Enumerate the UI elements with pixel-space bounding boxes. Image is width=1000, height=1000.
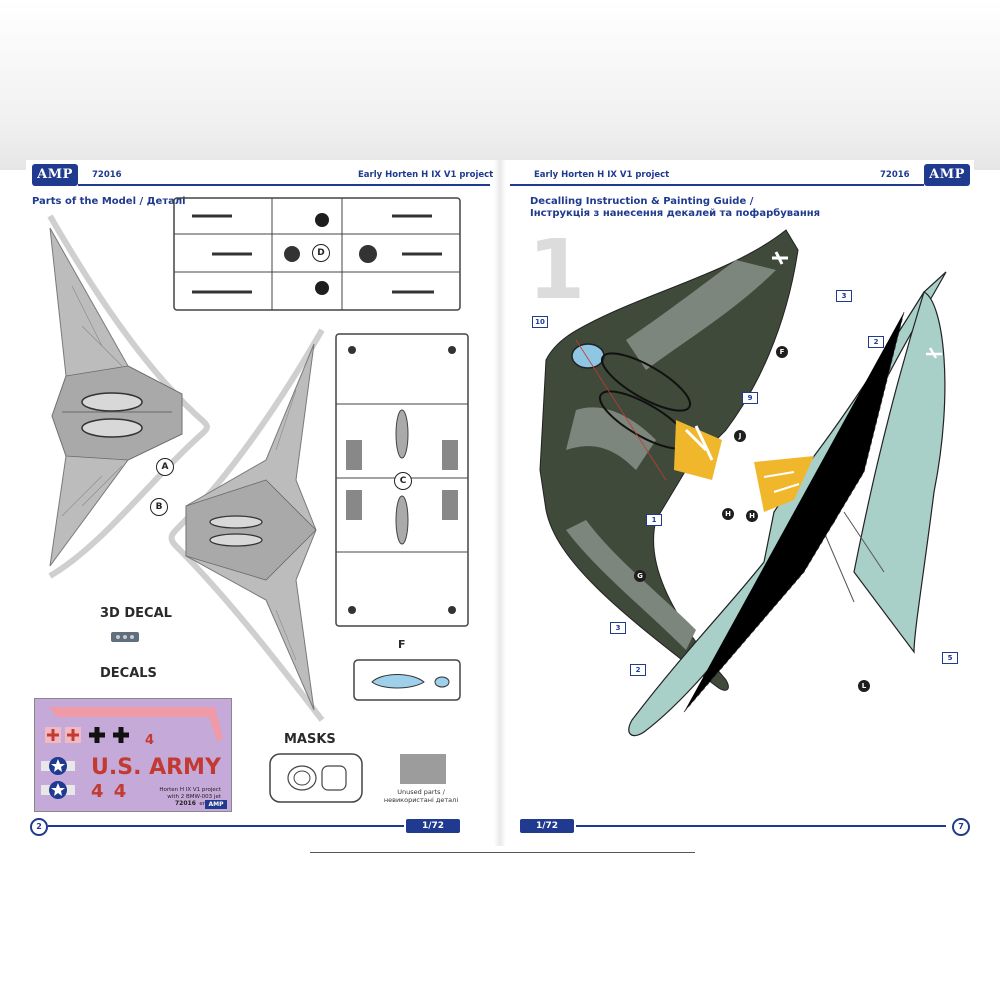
plane-a-illustration: [47, 214, 210, 579]
decals-heading: DECALS: [100, 666, 157, 681]
decal-callout-2-bottom: 2: [630, 664, 646, 676]
sprue-c-illustration: [335, 333, 469, 627]
footer-rule-left: [48, 825, 404, 827]
sprue-label-d: D: [312, 244, 330, 262]
unused-parts-caption: Unused parts / невикористані деталі: [383, 788, 459, 804]
color-pointer-f: F: [776, 346, 788, 358]
decal-sheet: 4 U.S. ARMY 4 4 Horten H IX V1 project w…: [34, 698, 232, 812]
camouflage-upper-view: [539, 229, 799, 691]
underside-light-blue-view: [628, 271, 947, 737]
color-pointer-j: J: [734, 430, 746, 442]
scale-left: 1/72: [406, 819, 460, 833]
plane-b-illustration: [168, 328, 325, 722]
kit-title: Early Horten H IX V1 project: [534, 170, 670, 180]
decal-sheet-markings: [41, 707, 223, 799]
sprue-d-illustration: [173, 197, 461, 311]
color-pointer-g: G: [634, 570, 646, 582]
right-page: Early Horten H IX V1 project 72016 AMP D…: [506, 160, 974, 846]
step-number: 1: [528, 223, 586, 318]
canopy-masks-illustration: [269, 753, 363, 803]
top-background-shade: [0, 0, 1000, 170]
decal-callout-2-right: 2: [868, 336, 884, 348]
masks-heading: MASKS: [284, 732, 336, 747]
scale-right: 1/72: [520, 819, 574, 833]
decal-sheet-code: 72016: [175, 800, 196, 807]
decal-callout-5: 5: [942, 652, 958, 664]
decal-number-44: 4 4: [91, 781, 129, 802]
kit-title: Early Horten H IX V1 project: [358, 170, 494, 180]
color-pointer-l: L: [858, 680, 870, 692]
sprue-label-c: C: [394, 472, 412, 490]
header-rule: [510, 184, 924, 186]
color-pointer-h-left: H: [722, 508, 734, 520]
book-spine: [494, 160, 506, 846]
bottom-rule: [310, 852, 695, 853]
sprue-label-f: F: [398, 638, 406, 651]
sprue-label-b: B: [150, 498, 168, 516]
decal-callout-3-top: 3: [836, 290, 852, 302]
page-number-right: 7: [952, 818, 970, 836]
section-title-en: Decalling Instruction & Painting Guide /: [530, 196, 754, 207]
sprue-label-a: A: [156, 458, 174, 476]
section-title-ua: Інструкція з нанесення декалей та пофарб…: [530, 208, 821, 219]
decal-callout-1: 1: [646, 514, 662, 526]
section-title: Parts of the Model / Деталі: [32, 196, 186, 207]
decal-callout-3-bottom: 3: [610, 622, 626, 634]
decal-number-4-small: 4: [145, 733, 155, 748]
amp-logo: AMP: [924, 164, 970, 186]
unused-parts-swatch: [400, 754, 446, 784]
decal-us-army-text: U.S. ARMY: [91, 755, 221, 780]
3d-decal-heading: 3D DECAL: [100, 606, 172, 621]
catalog-number: 72016: [880, 170, 910, 180]
footer-rule-right: [576, 825, 946, 827]
decal-sheet-logo: AMP: [205, 800, 227, 809]
header-rule: [78, 184, 490, 186]
color-pointer-h-right: H: [746, 510, 758, 522]
decal-callout-10: 10: [532, 316, 548, 328]
amp-logo: AMP: [32, 164, 78, 186]
3d-decal-instrument-panel-icon: [111, 632, 139, 642]
sprue-f-canopy-illustration: [353, 659, 461, 701]
left-page: AMP 72016 Early Horten H IX V1 project P…: [26, 160, 494, 846]
page-number-left: 2: [30, 818, 48, 836]
catalog-number: 72016: [92, 170, 122, 180]
decal-callout-9: 9: [742, 392, 758, 404]
